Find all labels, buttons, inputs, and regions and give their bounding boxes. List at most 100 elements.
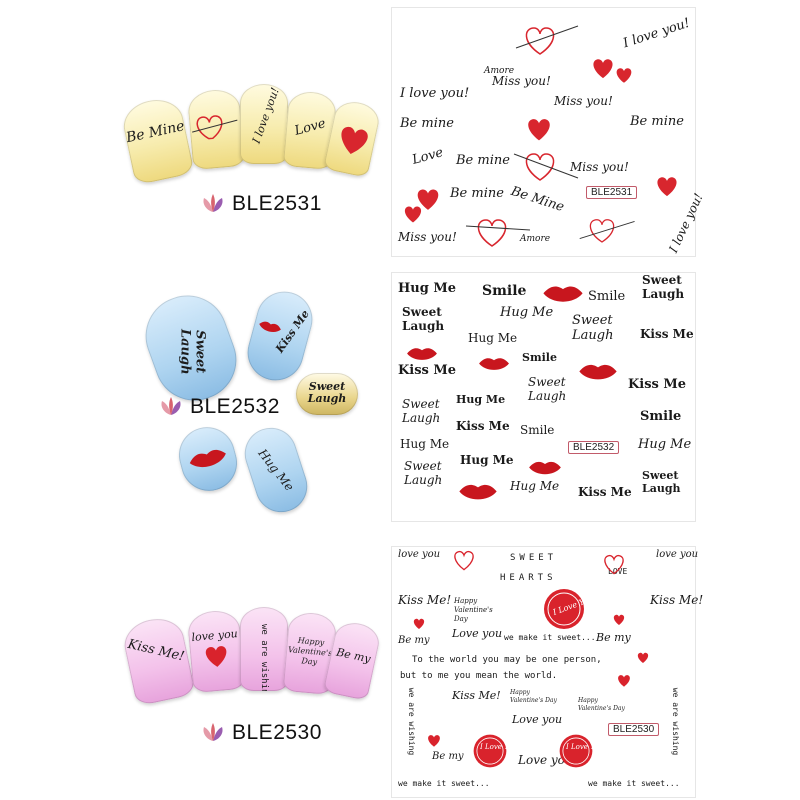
sheet-code-tag: BLE2532 [568, 441, 620, 454]
sticker-text: Love [410, 145, 445, 168]
sticker-text: we make it sweet... [588, 779, 680, 788]
sticker-text: Kiss Me [628, 377, 687, 392]
lips-icon [407, 348, 437, 360]
sticker-text: Happy Valentine's Day [454, 597, 493, 623]
sticker-text: Kiss Me! [452, 689, 501, 702]
sticker-text: Miss you! [570, 160, 629, 174]
heart-icon [528, 119, 550, 141]
sticker-text: love you [656, 549, 699, 560]
sticker-text: Hug Me [468, 331, 518, 345]
sticker-text: Sweet Laugh [402, 305, 445, 333]
nail-tip [172, 420, 244, 498]
nail-text: I love you! [249, 85, 282, 146]
heart-icon [604, 554, 624, 575]
sticker-text: Kiss Me [456, 419, 510, 433]
lips-icon [479, 358, 509, 370]
lips-icon [529, 461, 561, 475]
sticker-sheet-ble2532: Hug Me Smile Smile Sweet Laugh Hug Me Sw… [392, 273, 695, 521]
product-row-ble2530: Kiss Me! love you we are wishing Happy V… [0, 535, 800, 800]
sticker-text: I love you! [400, 86, 470, 101]
heart-icon [657, 177, 677, 197]
sticker-text: Smile [522, 351, 557, 364]
sticker-text: Kiss Me! [650, 593, 704, 607]
heart-icon [413, 618, 425, 629]
sticker-text: Hug Me [400, 437, 450, 451]
nail-tip: I love you! [240, 84, 288, 164]
heart-icon [618, 675, 630, 687]
nail-text: Sweet Laugh [177, 328, 208, 375]
heart-icon [593, 59, 613, 79]
sticker-text: Smile [482, 283, 527, 299]
sticker-text: we make it sweet... [504, 633, 596, 642]
sheet-code-tag: BLE2530 [608, 723, 660, 736]
lotus-icon [203, 194, 223, 212]
heart-icon [417, 189, 439, 210]
nail-tip: we are wishing [240, 607, 288, 691]
sticker-text: Hug Me [456, 393, 506, 406]
sticker-text: Be Mine [509, 183, 566, 216]
sticker-text: Hug Me [510, 479, 560, 493]
sticker-text: Kiss Me! [398, 593, 452, 607]
nail-tip: Hug Me [237, 421, 315, 519]
nail-text: Hug Me [255, 446, 297, 494]
sticker-text: Be my [432, 751, 464, 762]
nail-preview-ble2532: Sweet Laugh Kiss Me Sweet Laugh Hug Me B… [0, 265, 390, 530]
stamp-icon [544, 589, 584, 629]
sticker-text: Smile [640, 409, 682, 424]
lotus-icon [203, 723, 223, 741]
heart-icon [454, 550, 474, 571]
lips-icon [579, 364, 617, 380]
heart-arrow-icon [515, 25, 579, 55]
sticker-text: Kiss Me [640, 327, 694, 341]
sticker-text: I Love You [480, 743, 517, 751]
sticker-text: Sweet Laugh [572, 313, 614, 343]
lips-icon [189, 449, 226, 468]
nail-preview-ble2530: Kiss Me! love you we are wishing Happy V… [0, 535, 390, 800]
sticker-text: Hug Me [638, 437, 692, 452]
heart-icon [205, 646, 227, 667]
nail-text: Kiss Me! [126, 636, 186, 665]
sticker-text: Smile [520, 423, 555, 437]
nail-tip: love you [186, 608, 246, 694]
heart-icon [404, 206, 422, 223]
sticker-text: Kiss Me [578, 485, 632, 499]
sticker-text: Hug Me [500, 305, 554, 320]
nail-tip [186, 87, 246, 171]
sticker-text: Kiss Me [398, 363, 457, 378]
nail-tip: Be Mine [119, 94, 195, 186]
nail-tip: Kiss Me [241, 285, 319, 387]
sticker-text: Sweet Laugh [642, 469, 681, 495]
sticker-text: Sweet Laugh [402, 397, 441, 425]
sticker-sheet-ble2531: Be mine I love you! Miss you! Miss you! … [392, 8, 706, 256]
sheet-code-tag: BLE2531 [586, 186, 638, 199]
nail-tip: Kiss Me! [120, 613, 196, 707]
nail-text: love you [191, 627, 239, 645]
lips-icon [459, 484, 497, 500]
stamp-icon [473, 734, 507, 768]
sticker-text: HEARTS [500, 573, 557, 583]
lips-icon [259, 321, 281, 332]
product-code-label: BLE2532 [190, 395, 280, 418]
sticker-sheet-ble2530: love you SWEET HEARTS LOVE love you Kiss… [392, 547, 703, 797]
sticker-text: Be my [398, 635, 430, 646]
sticker-text: I love you! [621, 15, 692, 52]
sticker-text: love you [398, 549, 441, 560]
nail-preview-ble2531: Be Mine I love you! Love BLE2531 [0, 0, 390, 265]
sticker-text: we make it sweet... [398, 779, 490, 788]
sticker-text: Be mine [456, 153, 510, 168]
nail-text: we are wishing [259, 624, 269, 691]
heart-arrow-icon [192, 115, 238, 140]
sticker-text: I Love You [566, 743, 603, 751]
sticker-text: Be mine [400, 116, 454, 131]
heart-arrow-icon [579, 219, 635, 243]
lips-icon [543, 286, 583, 302]
sticker-text: Happy Valentine's Day [578, 697, 625, 712]
sticker-text: I love you! [666, 191, 706, 255]
sticker-text: Smile [588, 289, 626, 304]
sticker-text: Be mine [630, 114, 684, 129]
nail-text: Be my [335, 645, 372, 666]
sticker-text: Love you [452, 627, 503, 640]
stamp-icon [559, 734, 593, 768]
sticker-text: but to me you mean the world. [400, 671, 558, 681]
sticker-text: Happy Valentine's Day [510, 689, 557, 704]
